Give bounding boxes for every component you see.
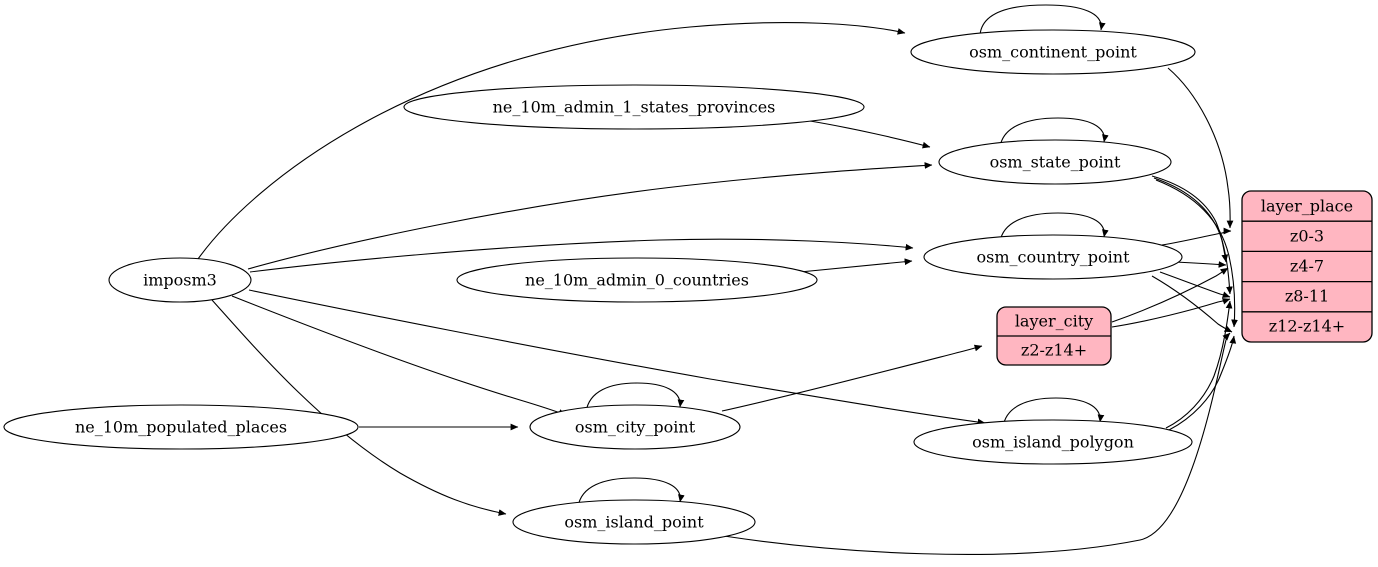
record-node-layer_city[interactable]: layer_city z2-z14+ — [996, 306, 1112, 366]
edge-imposm3-to-osm_country_point — [249, 238, 914, 273]
edge-osm_island_polygon-to-layer_place-z12-z14 — [1168, 335, 1237, 431]
edge-osm_country_point-to-layer_place-z12-z14 — [1151, 275, 1233, 333]
node-ne_10m_admin_1_states_provinces[interactable]: ne_10m_admin_1_states_provinces — [403, 84, 865, 130]
edge-imposm3-to-osm_island_point — [211, 299, 507, 516]
edge-imposm3-to-osm_island_polygon — [248, 289, 986, 426]
edge-osm_city_point-to-layer_city-z2-z14 — [721, 344, 983, 412]
edge-imposm3-to-osm_continent_point — [197, 22, 906, 260]
node-osm_state_point[interactable]: osm_state_point — [938, 139, 1172, 185]
edge-ne_10m_admin_0_countries-to-osm_country_point — [799, 258, 913, 273]
node-osm_continent_point[interactable]: osm_continent_point — [910, 29, 1196, 75]
edge-ne_10m_admin_1_states_provinces-to-osm_state_point — [809, 120, 931, 149]
edge-imposm3-to-osm_city_point — [231, 295, 567, 416]
edge-osm_country_point-to-layer_place-z8-11 — [1159, 271, 1231, 298]
node-layer: imposm3 ne_10m_admin_1_states_provinces … — [3, 29, 1373, 545]
edge-osm_continent_point-to-layer_place-z0-3 — [1167, 67, 1234, 229]
selfloop-osm_country_point — [999, 212, 1109, 243]
edge-osm_island_point-to-layer_place-z12-z14 — [723, 332, 1231, 555]
node-osm_island_point[interactable]: osm_island_point — [512, 499, 756, 545]
edge-osm_island_polygon-to-layer_place-z8-11 — [1165, 300, 1233, 429]
edge-layer_city-to-layer_place-z4-7 — [1111, 267, 1229, 323]
node-ne_10m_populated_places[interactable]: ne_10m_populated_places — [3, 404, 359, 450]
edge-osm_state_point-to-layer_place-z8-11 — [1153, 177, 1233, 295]
selfloop-osm_city_point — [585, 382, 685, 413]
node-osm_city_point[interactable]: osm_city_point — [529, 404, 741, 450]
node-imposm3[interactable]: imposm3 — [108, 257, 252, 303]
edge-layer — [197, 4, 1238, 555]
edge-imposm3-to-osm_state_point — [247, 162, 933, 270]
edge-osm_state_point-to-layer_place-z12-z14 — [1155, 179, 1238, 328]
node-osm_island_polygon[interactable]: osm_island_polygon — [913, 419, 1193, 465]
selfloop-osm_continent_point — [979, 4, 1106, 36]
edge-osm_country_point-to-layer_place-z4-7 — [1174, 261, 1227, 268]
selfloop-osm_island_polygon — [1002, 397, 1105, 428]
edge-layer_city-to-layer_place-z8-11 — [1111, 298, 1231, 328]
record-node-layer_place[interactable]: layer_place z0-3 z4-7 z8-11 z12-z14+ — [1241, 190, 1373, 343]
edge-osm_country_point-to-layer_place-z0-3 — [1161, 227, 1232, 246]
selfloop-osm_island_point — [577, 477, 685, 508]
selfloop-osm_state_point — [999, 117, 1109, 148]
node-osm_country_point[interactable]: osm_country_point — [923, 234, 1183, 280]
node-ne_10m_admin_0_countries[interactable]: ne_10m_admin_0_countries — [456, 257, 818, 303]
